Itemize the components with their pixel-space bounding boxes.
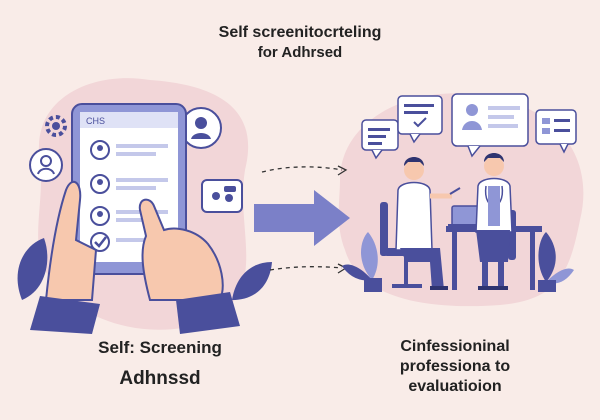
chat-bubble-icon: [451, 93, 529, 158]
tablet-header: CHS: [86, 116, 105, 126]
left-caption-line-1: Self: Screening: [98, 338, 222, 357]
dashed-arrow: [261, 165, 348, 176]
left-hand: [30, 180, 100, 334]
gear-icon: [45, 115, 67, 137]
user-avatar-icon: [29, 148, 63, 182]
plant-icon: [17, 238, 272, 300]
plant-icon: [342, 232, 382, 292]
list-item: [90, 140, 168, 160]
dashed-arrow: [269, 263, 348, 274]
chat-video-icon: [201, 179, 243, 213]
right-hand: [138, 198, 240, 334]
right-caption-line-1: Cinfessioninal: [400, 338, 510, 355]
right-caption-line-2: professiona to: [399, 358, 511, 375]
chat-bubble-icon: [535, 109, 577, 154]
right-caption-line-3: evaluatioion: [408, 378, 502, 395]
doctor-icon: [475, 153, 516, 290]
chat-bubble-icon: [361, 119, 399, 160]
plant-icon: [538, 232, 574, 292]
list-item: [90, 174, 168, 194]
checkmark-icon: [90, 232, 146, 252]
chat-bubble-icon: [397, 95, 443, 144]
title-line-1: Self screenitocrteling: [218, 24, 382, 41]
doctor-icon: [395, 157, 461, 290]
title-line-2: for Adhrsed: [257, 44, 343, 61]
left-caption-line-2: Adhnssd: [119, 368, 201, 389]
arrow-right-icon: [254, 190, 350, 246]
